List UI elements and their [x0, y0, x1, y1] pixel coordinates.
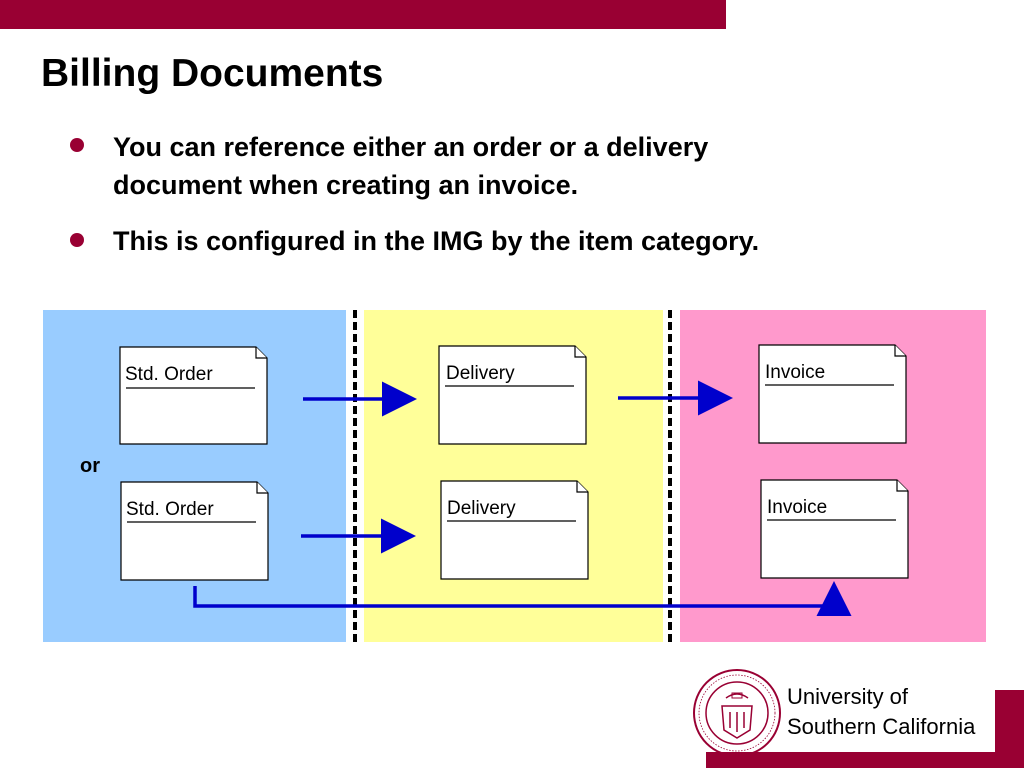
slide-title: Billing Documents [41, 52, 384, 95]
bullet-2: This is configured in the IMG by the ite… [113, 222, 759, 260]
std-order-label-2: Std. Order [126, 499, 214, 520]
divider-right [668, 310, 672, 642]
or-label: or [80, 455, 100, 477]
document-icon [758, 344, 907, 444]
divider-left [353, 310, 357, 642]
delivery-label: Delivery [446, 363, 515, 384]
top-accent-bar [0, 0, 726, 29]
document-icon [760, 479, 909, 579]
invoice-label: Invoice [765, 362, 826, 383]
bullet-2-line-1: This is configured in the IMG by the ite… [113, 226, 760, 256]
bullet-dot-icon [70, 233, 84, 247]
delivery-label-2: Delivery [447, 498, 516, 519]
invoice-label-2: Invoice [767, 497, 828, 518]
bullet-1-line-2: document when creating an invoice. [113, 170, 579, 200]
document-icon [440, 480, 589, 580]
arrow-order-to-invoice [193, 581, 852, 616]
university-name-line-2: Southern California [787, 714, 976, 739]
document-icon [119, 346, 268, 445]
bullet-1-line-1: You can reference either an order or a d… [113, 132, 709, 162]
document-icon [438, 345, 587, 445]
footer-accent-bar [706, 752, 1024, 768]
bullet-1: You can reference either an order or a d… [113, 128, 708, 204]
std-order-label: Std. Order [125, 364, 213, 385]
document-icon [120, 481, 269, 581]
bullet-dot-icon [70, 138, 84, 152]
usc-seal-icon [693, 669, 781, 757]
university-name-line-1: University of [787, 684, 909, 709]
